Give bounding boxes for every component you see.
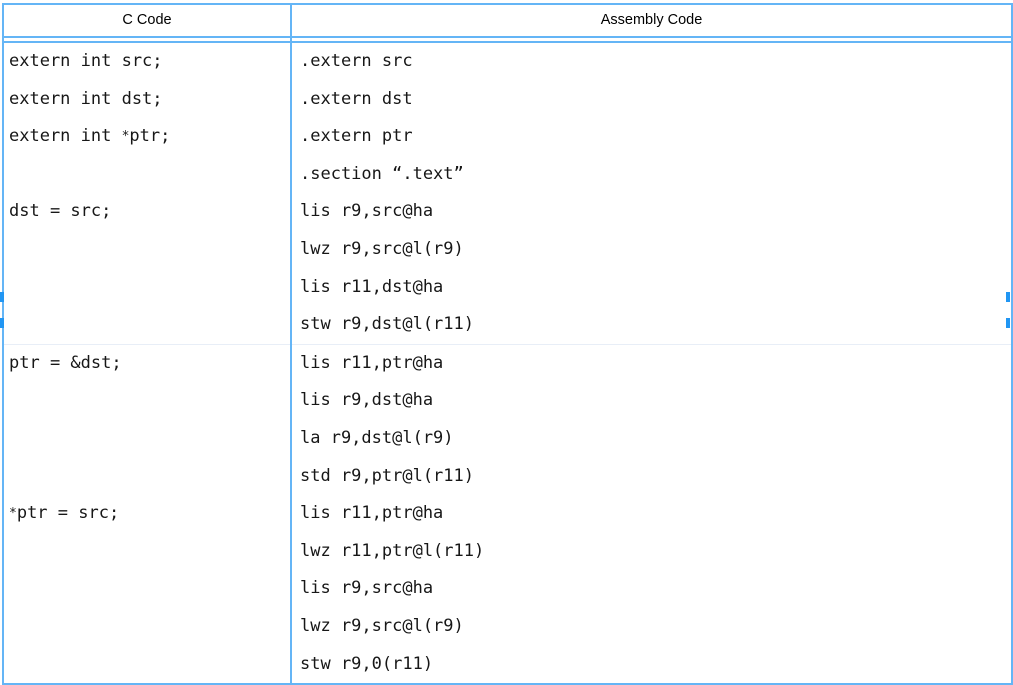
header-rule-left xyxy=(3,37,292,43)
code-line: la r9,dst@l(r9) xyxy=(300,427,454,448)
code-line-blank xyxy=(4,382,290,420)
code-line: .extern ptr xyxy=(300,126,413,147)
code-line: extern int dst; xyxy=(9,88,163,109)
selection-handle-left-top[interactable] xyxy=(0,292,4,302)
code-line: .extern dst xyxy=(300,88,413,109)
code-line: .section “.text” xyxy=(300,163,464,184)
code-line: lis r11,ptr@ha xyxy=(300,503,444,524)
c-to-assembly-table: C Code Assembly Code extern int src;exte… xyxy=(2,3,1013,685)
header-row: C Code Assembly Code xyxy=(3,4,1012,38)
code-line: std r9,ptr@l(r11) xyxy=(300,465,474,486)
selection-handle-left-bottom[interactable] xyxy=(0,318,4,328)
table-header: C Code Assembly Code xyxy=(3,4,1012,43)
code-line-blank xyxy=(4,231,290,269)
code-line-blank xyxy=(4,306,290,344)
selection-handle-right-bottom[interactable] xyxy=(1006,318,1010,328)
column-header-c-code: C Code xyxy=(3,4,292,38)
code-line: lwz r9,src@l(r9) xyxy=(300,238,464,259)
code-line-blank xyxy=(4,533,290,571)
code-line-blank xyxy=(4,420,290,458)
code-line-blank xyxy=(4,458,290,496)
code-line-blank xyxy=(4,269,290,307)
code-line-blank xyxy=(4,156,290,194)
table-row: extern int src; extern int dst; extern int… xyxy=(3,42,1012,345)
code-line-blank xyxy=(4,608,290,646)
header-double-rule xyxy=(3,37,1012,43)
code-line: stw r9,dst@l(r11) xyxy=(300,314,474,335)
selection-handle-right-top[interactable] xyxy=(1006,292,1010,302)
code-line: ptr = &dst; xyxy=(9,352,122,373)
code-line-blank xyxy=(4,570,290,608)
pointer-asterisk: * xyxy=(121,129,130,145)
code-line-blank xyxy=(4,646,290,684)
code-line: dst = src; xyxy=(9,201,112,222)
code-line: lis r9,src@ha xyxy=(300,201,434,222)
code-line: *ptr = src; xyxy=(9,503,120,524)
code-line: lis r11,ptr@ha xyxy=(300,352,444,373)
pointer-asterisk: * xyxy=(9,506,17,522)
code-line: lis r9,src@ha xyxy=(300,578,434,599)
code-line: stw r9,0(r11) xyxy=(300,653,434,674)
code-line: .extern src xyxy=(300,51,413,71)
code-line: lis r9,dst@ha xyxy=(300,390,434,411)
header-rule-right xyxy=(291,37,1012,43)
table-body: extern int src; extern int dst; extern int… xyxy=(3,42,1012,685)
code-line: lwz r9,src@l(r9) xyxy=(300,615,464,636)
column-header-assembly-code: Assembly Code xyxy=(291,4,1012,38)
code-line: extern int src; xyxy=(9,51,163,71)
c-code-cell: extern int src; extern int dst; extern int… xyxy=(3,42,292,345)
code-line: lwz r11,ptr@l(r11) xyxy=(300,540,485,561)
c-code-cell: ptr = &dst; *ptr = src; xyxy=(3,343,292,685)
assembly-code-cell: .extern src .extern dst .extern ptr .sectio… xyxy=(291,42,1012,345)
code-line: lis r11,dst@ha xyxy=(300,276,444,297)
code-line: extern int *ptr; xyxy=(9,126,171,147)
assembly-code-cell: lis r11,ptr@ha lis r9,dst@ha la r9,dst@l(r… xyxy=(291,343,1012,685)
